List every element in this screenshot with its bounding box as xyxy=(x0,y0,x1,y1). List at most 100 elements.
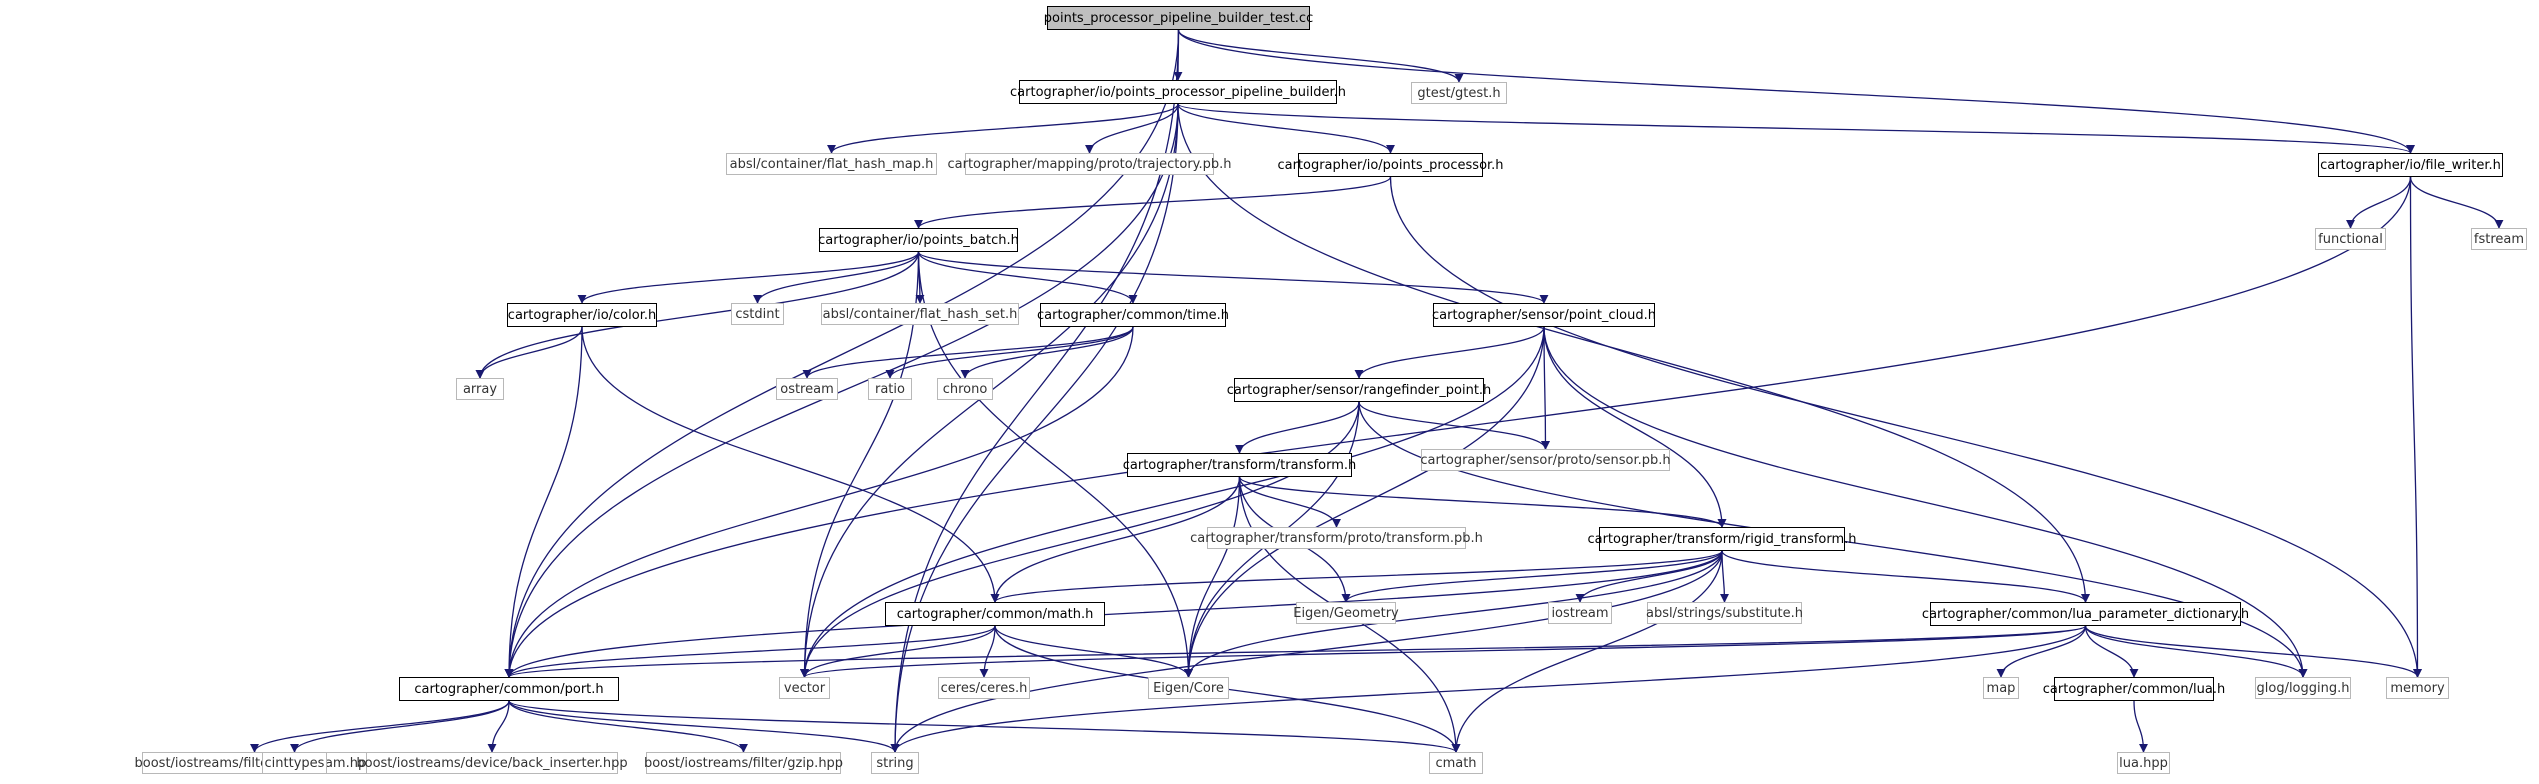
node-pc[interactable]: cartographer/sensor/point_cloud.h xyxy=(1432,303,1656,327)
edge-rt-to-port xyxy=(504,550,1723,678)
node-rfp[interactable]: cartographer/sensor/rangefinder_point.h xyxy=(1227,378,1491,402)
edge-lpd-to-glog xyxy=(2084,625,2308,678)
edge-ppb-to-traj xyxy=(1084,103,1179,154)
node-rt[interactable]: cartographer/transform/rigid_transform.h xyxy=(1587,527,1857,551)
node-ostream: ostream xyxy=(776,378,838,400)
node-pp[interactable]: cartographer/io/points_processor.h xyxy=(1277,153,1504,177)
edge-time-to-ratio xyxy=(885,326,1134,379)
edge-rt-to-lpd xyxy=(1721,550,2090,603)
node-label: chrono xyxy=(942,381,988,397)
node-vector: vector xyxy=(779,677,830,699)
node-fw[interactable]: cartographer/io/file_writer.h xyxy=(2318,153,2503,177)
edge-port-to-gzip xyxy=(508,700,748,753)
edge-tf-to-rt xyxy=(1238,476,1727,528)
node-label: cartographer/common/port.h xyxy=(414,681,604,697)
node-label: ratio xyxy=(875,381,905,397)
node-label: vector xyxy=(783,680,826,696)
node-label: lua.hpp xyxy=(2119,755,2168,771)
node-gtest: gtest/gtest.h xyxy=(1411,82,1507,104)
node-lua[interactable]: cartographer/common/lua.h xyxy=(2043,677,2225,701)
edge-pb-to-cstdint xyxy=(753,251,920,304)
node-luahpp: lua.hpp xyxy=(2117,752,2170,774)
edge-pp-to-memory xyxy=(1389,176,2423,678)
node-label: cstdint xyxy=(735,306,780,322)
edge-port-to-cmath xyxy=(508,700,1461,753)
node-geom: Eigen/Geometry xyxy=(1293,602,1399,624)
node-label: boost/iostreams/filtering_stream.hpp xyxy=(134,755,375,771)
node-cinttypes: cinttypes xyxy=(262,752,327,774)
node-label: cartographer/common/math.h xyxy=(896,606,1094,622)
node-label: gtest/gtest.h xyxy=(1417,85,1501,101)
edge-pc-to-rfp xyxy=(1354,326,1545,379)
node-port[interactable]: cartographer/common/port.h xyxy=(399,677,619,701)
edge-pp-to-pb xyxy=(914,176,1392,229)
node-glog: glog/logging.h xyxy=(2255,677,2351,699)
edge-fw-to-fstream xyxy=(2409,176,2504,229)
edge-ppb-to-fhm xyxy=(827,103,1179,154)
node-label: cartographer/sensor/rangefinder_point.h xyxy=(1226,382,1492,398)
node-ceres: ceres/ceres.h xyxy=(938,677,1030,699)
edge-pb-to-vector xyxy=(799,251,920,678)
node-ppb[interactable]: cartographer/io/points_processor_pipelin… xyxy=(1010,80,1346,104)
edge-math-to-ceres xyxy=(979,625,996,678)
node-pb[interactable]: cartographer/io/points_batch.h xyxy=(818,228,1019,252)
edge-lpd-to-port xyxy=(504,625,2087,678)
node-math[interactable]: cartographer/common/math.h xyxy=(885,602,1105,626)
edge-rt-to-core xyxy=(1184,550,1723,678)
edge-tf-to-core xyxy=(1183,476,1241,678)
node-bfs: boost/iostreams/filtering_stream.hpp xyxy=(135,752,374,774)
node-time[interactable]: cartographer/common/time.h xyxy=(1037,303,1229,327)
edge-time-to-chrono xyxy=(960,326,1134,379)
node-subst: absl/strings/substitute.h xyxy=(1646,602,1804,624)
node-label: cartographer/transform/proto/transform.p… xyxy=(1190,530,1483,546)
node-label: Eigen/Geometry xyxy=(1293,605,1399,621)
edge-root-to-port xyxy=(504,29,1180,678)
edge-ppb-to-pp xyxy=(1177,103,1395,154)
node-label: cartographer/transform/rigid_transform.h xyxy=(1587,531,1857,547)
node-label: cartographer/sensor/proto/sensor.pb.h xyxy=(1420,452,1671,468)
node-memory: memory xyxy=(2386,677,2449,699)
node-gzip: boost/iostreams/filter/gzip.hpp xyxy=(643,752,844,774)
node-label: absl/container/flat_hash_set.h xyxy=(822,306,1018,322)
node-root[interactable]: points_processor_pipeline_builder_test.c… xyxy=(1043,6,1314,30)
node-label: cartographer/transform/transform.h xyxy=(1122,457,1357,473)
node-traj: cartographer/mapping/proto/trajectory.pb… xyxy=(948,153,1232,175)
node-label: cartographer/io/points_processor.h xyxy=(1277,157,1504,173)
node-label: cartographer/io/points_batch.h xyxy=(818,232,1019,248)
node-lpd[interactable]: cartographer/common/lua_parameter_dictio… xyxy=(1922,602,2249,626)
edge-rfp-to-tf xyxy=(1234,401,1360,454)
node-functional: functional xyxy=(2315,228,2386,250)
node-label: array xyxy=(462,381,498,397)
edge-rt-to-math xyxy=(990,550,1723,603)
node-string: string xyxy=(871,752,919,774)
node-iostream: iostream xyxy=(1548,602,1612,624)
edge-rt-to-geom xyxy=(1341,550,1723,603)
node-core: Eigen/Core xyxy=(1148,677,1229,699)
node-label: absl/strings/substitute.h xyxy=(1646,605,1804,621)
node-chrono: chrono xyxy=(937,378,993,400)
edge-port-to-cinttypes xyxy=(290,700,510,753)
edge-tf-to-math xyxy=(990,476,1241,603)
node-fhm: absl/container/flat_hash_map.h xyxy=(726,153,937,175)
edge-pb-to-color xyxy=(577,251,920,304)
node-label: boost/iostreams/filter/gzip.hpp xyxy=(643,755,844,771)
edge-lpd-to-vector xyxy=(800,625,2087,678)
edge-time-to-port xyxy=(504,326,1134,678)
node-tf[interactable]: cartographer/transform/transform.h xyxy=(1123,453,1356,477)
node-label: memory xyxy=(2390,680,2445,696)
edge-pc-to-vector xyxy=(799,326,1545,678)
edge-pb-to-core xyxy=(917,251,1194,678)
node-sensorpb: cartographer/sensor/proto/sensor.pb.h xyxy=(1420,449,1671,471)
node-label: glog/logging.h xyxy=(2256,680,2350,696)
node-label: cartographer/common/lua_parameter_dictio… xyxy=(1921,606,2250,622)
edge-time-to-ostream xyxy=(802,326,1134,379)
node-label: absl/container/flat_hash_map.h xyxy=(729,156,934,172)
edge-lpd-to-memory xyxy=(2084,625,2422,678)
edge-math-to-vector xyxy=(800,625,996,678)
node-label: points_processor_pipeline_builder_test.c… xyxy=(1043,10,1314,26)
node-color[interactable]: cartographer/io/color.h xyxy=(507,303,657,327)
edge-pc-to-core xyxy=(1183,326,1545,678)
edge-port-to-string xyxy=(508,700,900,753)
edge-ppb-to-fw xyxy=(1177,103,2415,154)
